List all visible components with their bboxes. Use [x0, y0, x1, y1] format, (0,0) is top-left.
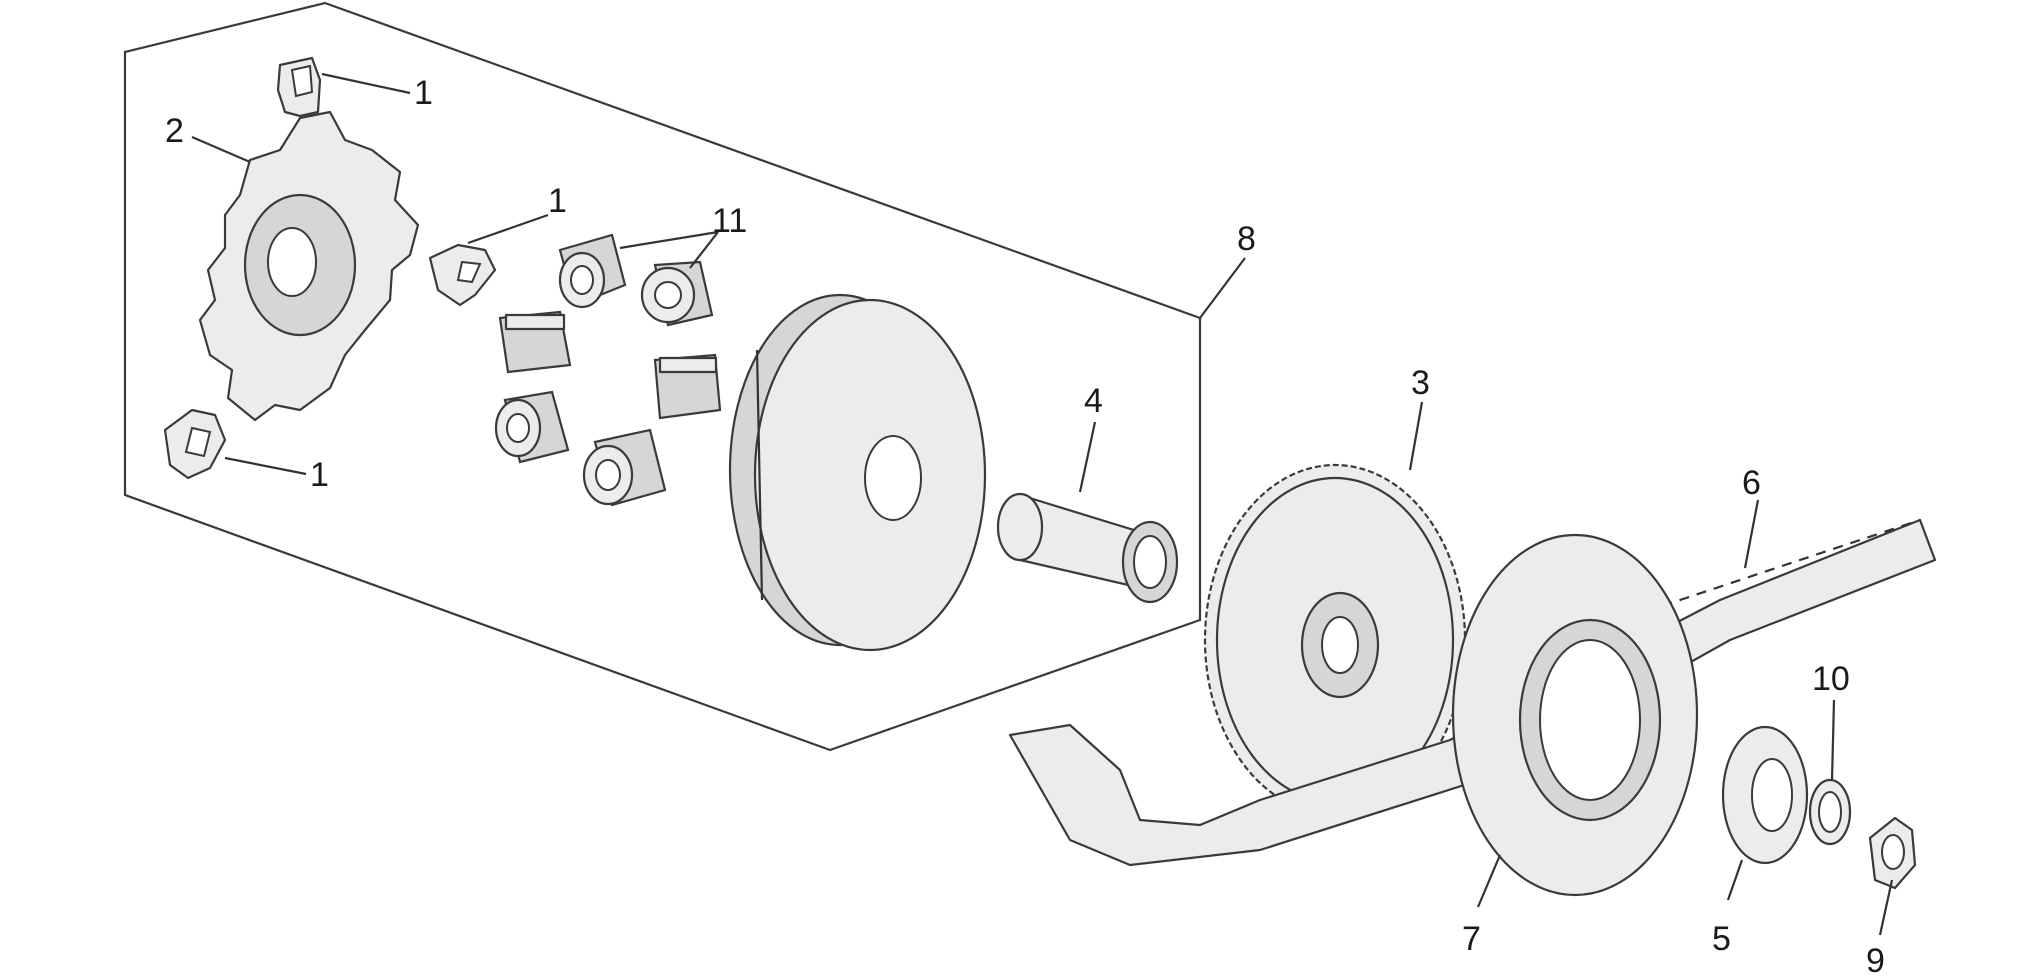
- callout-5: 5: [1712, 920, 1731, 958]
- starter-gear: [1203, 463, 1467, 817]
- roller-1: [558, 233, 627, 309]
- callout-2: 2: [165, 112, 184, 150]
- roller-6: [582, 428, 667, 507]
- variator-pulley: [728, 293, 987, 652]
- callout-1-bottom: 1: [310, 456, 329, 494]
- leader-3: [1408, 401, 1424, 471]
- callout-10: 10: [1812, 660, 1850, 698]
- leader-11a: [619, 230, 719, 250]
- leader-10: [1830, 699, 1836, 781]
- callout-3: 3: [1411, 364, 1430, 402]
- leader-5: [1726, 859, 1744, 901]
- callout-7: 7: [1462, 920, 1481, 958]
- nut: [1868, 816, 1917, 890]
- callout-4: 4: [1084, 382, 1103, 420]
- ramp-plate: [198, 110, 420, 422]
- leader-8: [1199, 257, 1246, 319]
- leader-7: [1476, 854, 1502, 908]
- leader-11b: [689, 231, 719, 269]
- leader-4: [1078, 421, 1097, 493]
- kit-outline-box: [123, 1, 1202, 752]
- leader-1c: [224, 456, 307, 476]
- slider-bottom: [163, 408, 227, 480]
- leader-9: [1878, 879, 1894, 936]
- clutch-plate: [1451, 533, 1699, 897]
- leader-6: [1743, 499, 1760, 569]
- callout-1-top: 1: [414, 74, 433, 112]
- slider-top: [276, 56, 322, 118]
- roller-5: [494, 390, 570, 464]
- roller-3: [498, 310, 572, 374]
- callout-1-middle: 1: [548, 182, 567, 220]
- roller-4: [653, 353, 722, 420]
- callout-6: 6: [1742, 464, 1761, 502]
- leader-2: [191, 135, 251, 164]
- callout-11: 11: [712, 202, 747, 240]
- leader-1b: [467, 213, 549, 245]
- leader-lines: [191, 72, 1894, 936]
- slider-middle: [428, 243, 497, 307]
- washer: [1808, 778, 1852, 846]
- bushing: [996, 492, 1179, 604]
- leader-1a: [321, 72, 411, 95]
- callout-9: 9: [1866, 942, 1885, 979]
- one-way-clutch: [1721, 725, 1809, 865]
- roller-2: [640, 260, 714, 327]
- callout-8: 8: [1237, 220, 1256, 258]
